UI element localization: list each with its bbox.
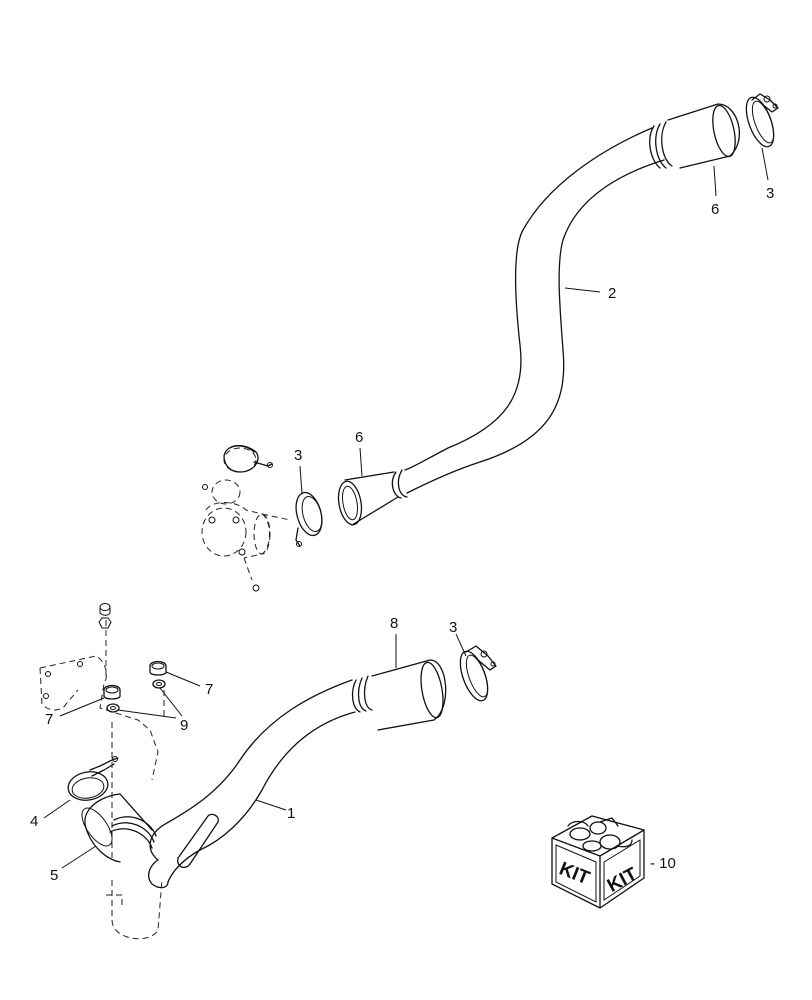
clamp-lower-left: [67, 756, 119, 801]
leader-lines: [43, 147, 769, 869]
callout-7-right: 7: [205, 681, 213, 698]
callout-4: 4: [30, 813, 38, 830]
clamp-middle: [295, 491, 323, 547]
nut-left: [103, 684, 121, 700]
callout-7-left: 7: [45, 711, 53, 728]
bolt-top: [98, 603, 112, 629]
turbo-outline: [201, 445, 291, 592]
callout-8: 8: [390, 615, 398, 632]
washer-left: [106, 703, 120, 713]
bracket-outline: [39, 620, 165, 940]
callout-3-top: 3: [766, 185, 774, 202]
nut-right: [149, 660, 167, 676]
washer-right: [152, 679, 166, 689]
callout-6-top: 6: [711, 201, 719, 218]
callout-9: 9: [180, 717, 188, 734]
callout-5: 5: [50, 867, 58, 884]
upper-pipe: [337, 103, 740, 526]
clamp-top-right: [745, 93, 779, 148]
callout-3-lower: 3: [449, 619, 457, 636]
callout-3-middle: 3: [294, 447, 302, 464]
kit-box-icon: KIT KIT: [551, 815, 645, 909]
lower-pipe: [81, 659, 447, 889]
callout-1: 1: [287, 805, 295, 822]
clamp-lower-right: [459, 645, 497, 702]
kit-label-right: KIT: [604, 864, 641, 897]
callout-6-middle: 6: [355, 429, 363, 446]
callout-2: 2: [608, 285, 616, 302]
callout-10: - 10: [650, 855, 676, 872]
